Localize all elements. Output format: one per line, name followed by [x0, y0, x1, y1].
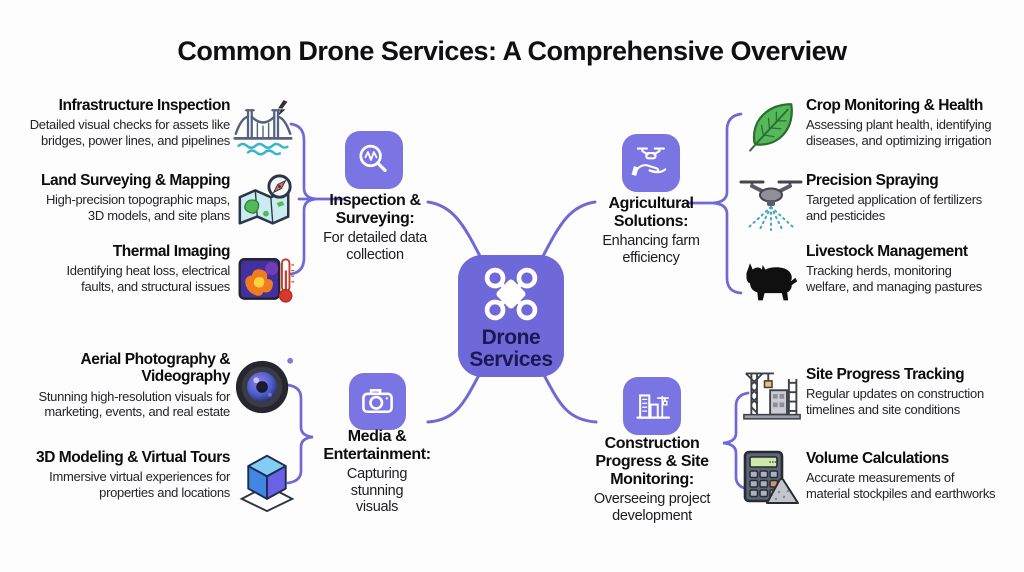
branch-heading: Inspection & Surveying:: [329, 192, 421, 228]
buildings-crane-icon: [623, 377, 681, 435]
branch-agricultural-solutions: Agricultural Solutions: Enhancing farm e…: [565, 195, 737, 266]
central-node-drone-services: Drone Services: [458, 255, 564, 377]
service-item-volume-calculations: Volume Calculations Accurate measurement…: [806, 450, 1024, 501]
branch-desc: For detailed data collection: [323, 230, 427, 263]
spray-drone-icon: [739, 168, 803, 234]
cow-icon: [739, 246, 801, 304]
drone-hand-icon: [622, 134, 680, 192]
item-desc: Detailed visual checks for assets like b…: [29, 117, 231, 148]
service-item-crop-monitoring: Crop Monitoring & Health Assessing plant…: [806, 97, 1022, 148]
item-desc: Accurate measurements of material stockp…: [806, 470, 996, 501]
item-title: Crop Monitoring & Health: [806, 97, 983, 114]
item-desc: Immersive virtual experiences for proper…: [49, 469, 230, 500]
item-desc: Tracking herds, monitoring welfare, and …: [806, 263, 983, 294]
item-title: Aerial Photography & Videography: [80, 351, 231, 386]
leaf-icon: [744, 97, 800, 157]
item-desc: Assessing plant health, identifying dise…: [806, 117, 992, 148]
service-item-3d-modeling: 3D Modeling & Virtual Tours Immersive vi…: [8, 449, 230, 500]
item-title: Precision Spraying: [806, 172, 939, 189]
item-desc: High-precision topographic maps, 3D mode…: [45, 192, 230, 223]
item-title: Thermal Imaging: [112, 243, 231, 260]
item-title: Site Progress Tracking: [806, 366, 965, 383]
map-compass-icon: [234, 170, 296, 236]
item-desc: Stunning high-resolution visuals for mar…: [38, 388, 230, 420]
camera-icon: [349, 373, 406, 430]
item-title: Volume Calculations: [806, 450, 949, 467]
item-title: Livestock Management: [806, 243, 968, 260]
service-item-livestock-management: Livestock Management Tracking herds, mon…: [806, 243, 1022, 294]
drone-icon: [481, 264, 541, 324]
branch-heading: Construction Progress & Site Monitoring:: [595, 435, 709, 489]
item-desc: Regular updates on construction timeline…: [806, 386, 984, 417]
service-item-aerial-photography: Aerial Photography & Videography Stunnin…: [8, 351, 230, 419]
branch-heading: Agricultural Solutions:: [608, 195, 694, 231]
branch-desc: Capturing stunning visuals: [346, 466, 408, 516]
thermal-image-icon: [236, 246, 296, 310]
service-item-thermal-imaging: Thermal Imaging Identifying heat loss, e…: [14, 243, 230, 294]
camera-lens-icon: [233, 355, 295, 417]
branch-desc: Enhancing farm efficiency: [602, 233, 700, 266]
service-item-precision-spraying: Precision Spraying Targeted application …: [806, 172, 1022, 223]
page-title: Common Drone Services: A Comprehensive O…: [177, 36, 847, 66]
branch-media-entertainment: Media & Entertainment: Capturing stunnin…: [291, 428, 463, 516]
branch-construction-monitoring: Construction Progress & Site Monitoring:…: [566, 435, 738, 524]
service-item-land-surveying: Land Surveying & Mapping High-precision …: [14, 172, 230, 223]
central-node-label: Drone Services: [469, 326, 553, 372]
service-item-site-progress: Site Progress Tracking Regular updates o…: [806, 366, 1022, 417]
bridge-icon: [233, 98, 293, 160]
branch-heading: Media & Entertainment:: [323, 428, 431, 464]
item-title: 3D Modeling & Virtual Tours: [36, 449, 230, 466]
item-title: Land Surveying & Mapping: [41, 172, 230, 189]
service-item-infrastructure-inspection: Infrastructure Inspection Detailed visua…: [14, 97, 231, 148]
calculator-stockpile-icon: [739, 446, 803, 510]
crane-building-icon: [741, 364, 803, 424]
item-desc: Targeted application of fertilizers and …: [806, 192, 982, 223]
branch-inspection-surveying: Inspection & Surveying: For detailed dat…: [289, 192, 461, 263]
item-desc: Identifying heat loss, electrical faults…: [66, 263, 230, 294]
cube-3d-icon: [237, 450, 297, 514]
branch-desc: Overseeing project development: [593, 491, 711, 524]
magnifier-wave-icon: [345, 131, 403, 189]
item-title: Infrastructure Inspection: [58, 97, 231, 114]
